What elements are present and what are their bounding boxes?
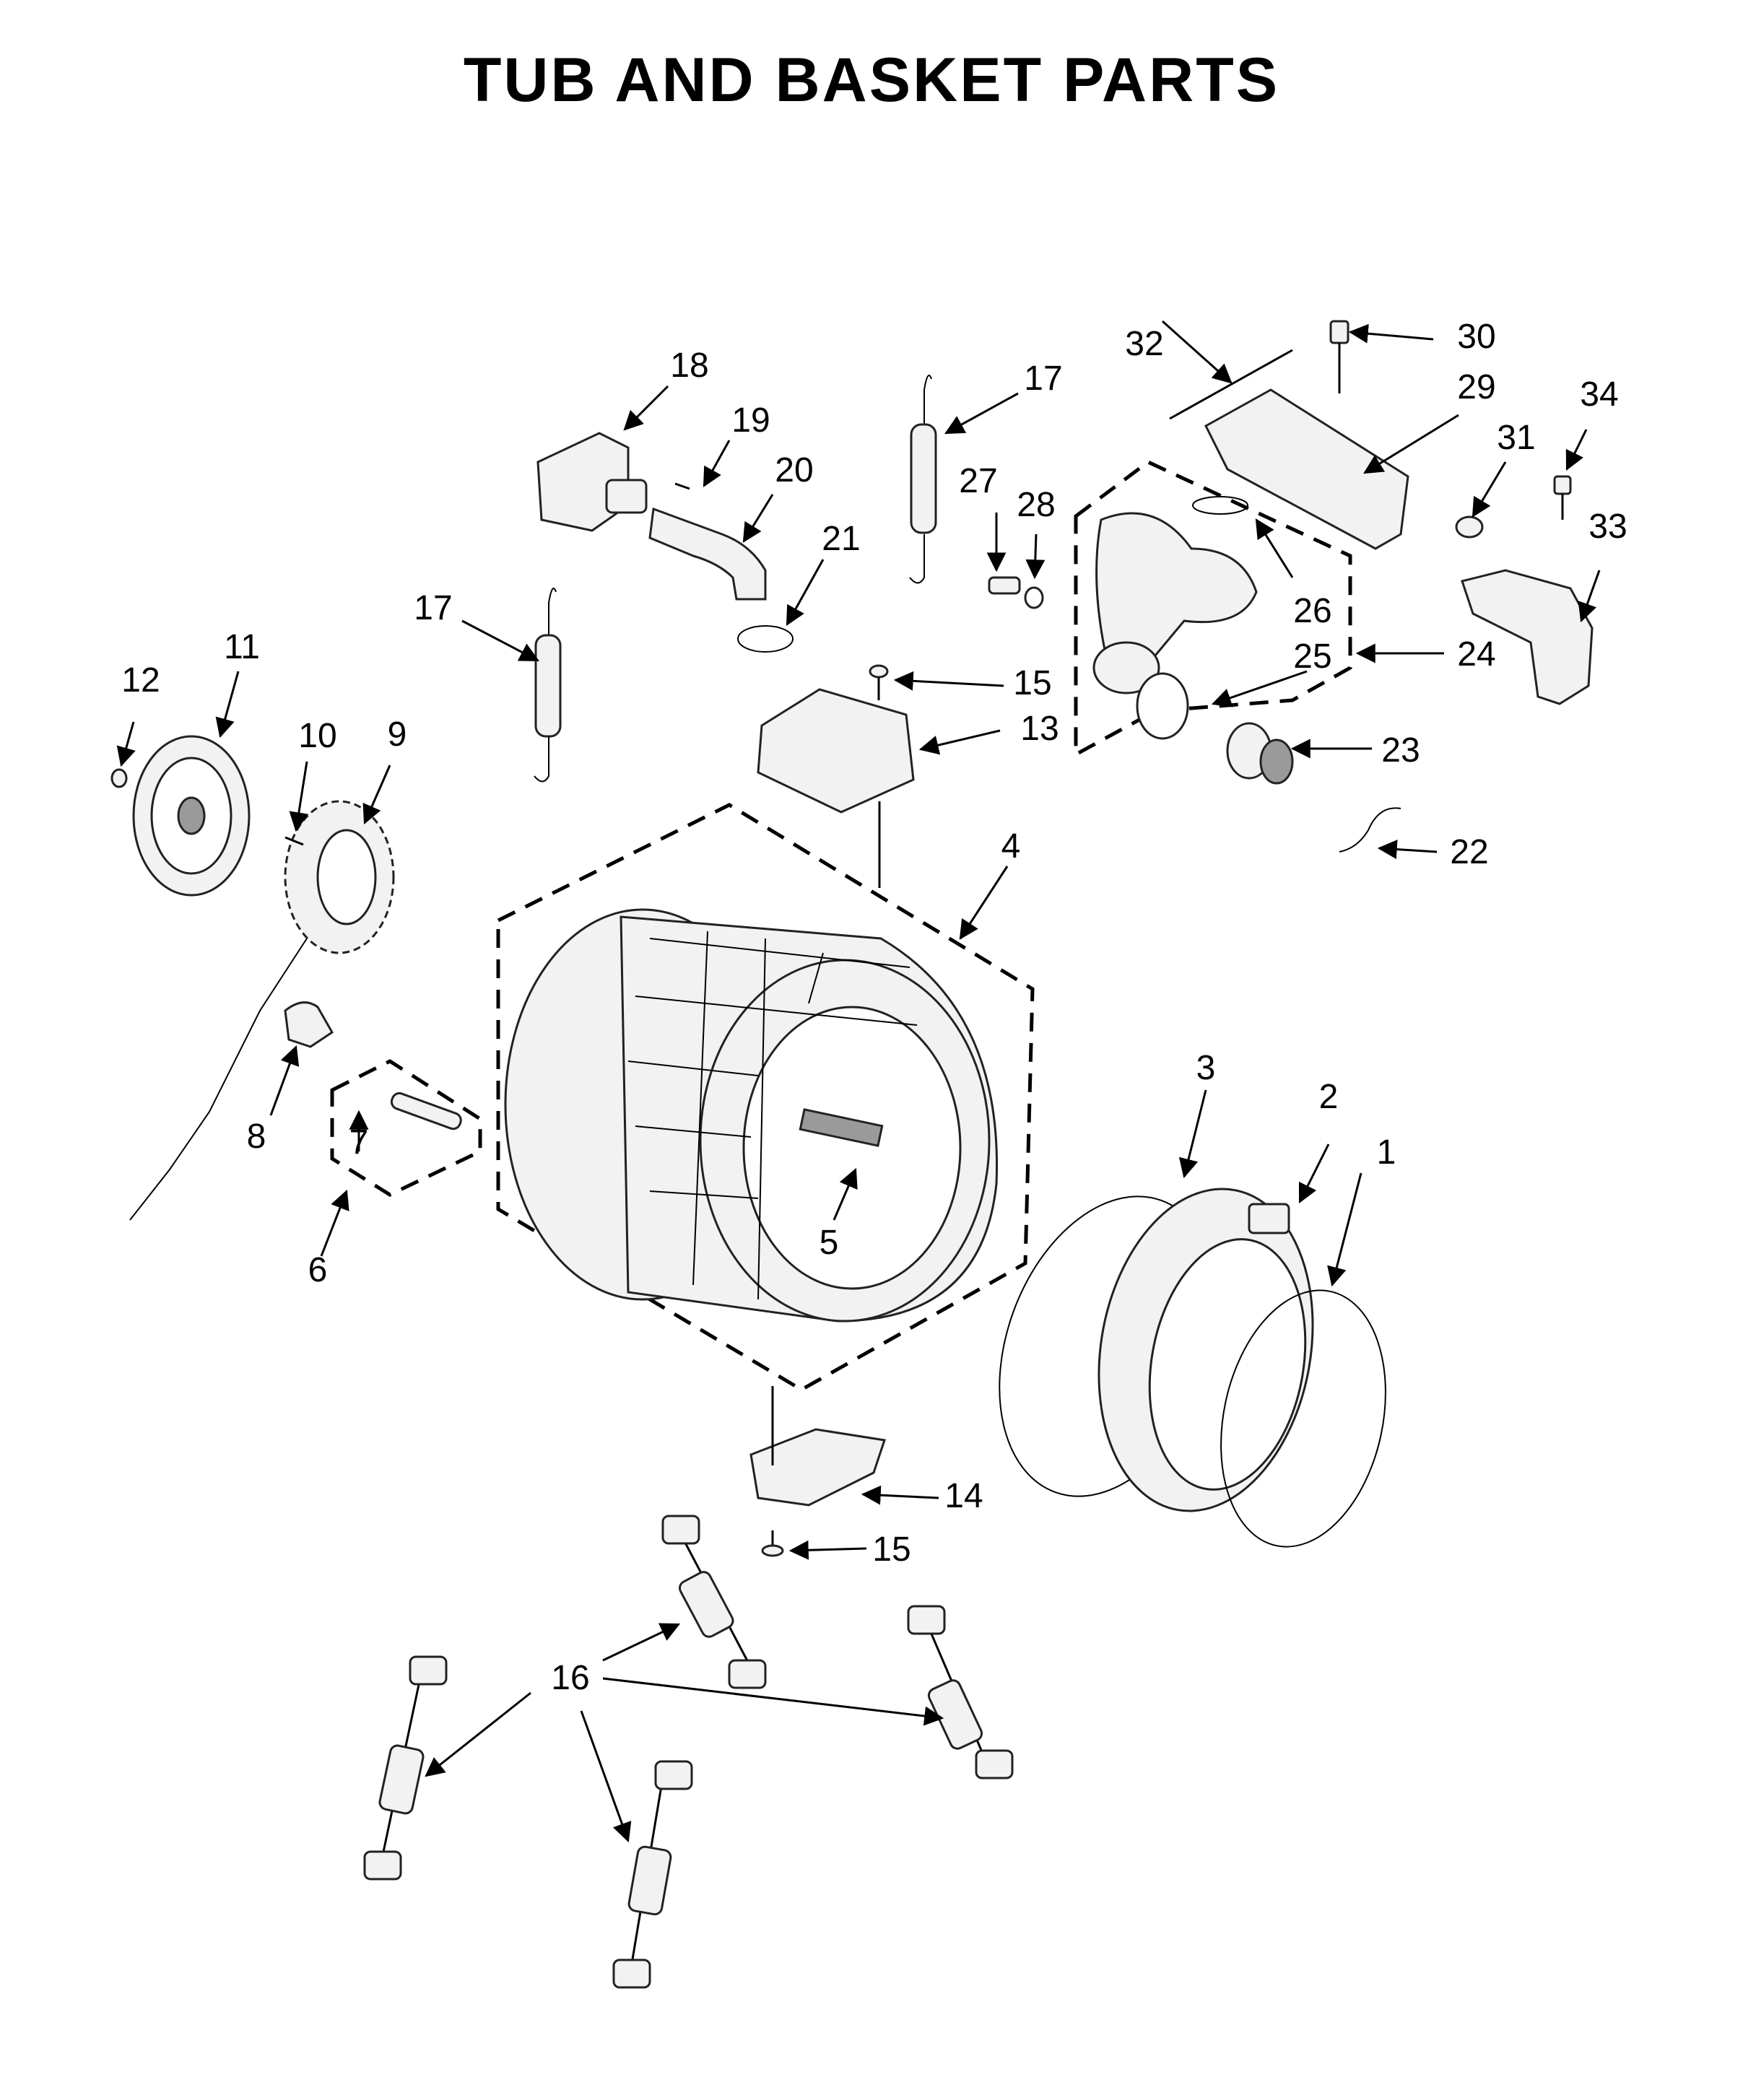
callout-24: 24	[1457, 635, 1495, 674]
callout-4: 4	[1001, 827, 1021, 866]
callout-9: 9	[388, 715, 407, 754]
callout-6: 6	[308, 1251, 328, 1289]
screw-top-part	[869, 664, 889, 700]
pump-hose-part	[648, 507, 767, 601]
callout-8: 8	[247, 1117, 266, 1156]
hose-group-part	[1074, 460, 1352, 758]
fitting-bolt-part	[988, 576, 1021, 595]
callout-28: 28	[1017, 486, 1055, 524]
sensor-group-part	[330, 1059, 482, 1197]
callout-26: 26	[1293, 592, 1331, 630]
callout-11: 11	[224, 628, 260, 666]
rod-part	[1169, 349, 1293, 420]
shock-absorber-4	[612, 1760, 693, 1989]
callout-18: 18	[670, 347, 708, 385]
callout-23: 23	[1381, 731, 1420, 770]
callout-29: 29	[1457, 368, 1495, 406]
callout-33: 33	[1588, 507, 1627, 546]
tub-assembly-part	[496, 803, 1035, 1392]
callout-15-bottom: 15	[872, 1530, 910, 1569]
callout-10: 10	[298, 717, 336, 755]
screw-bottom-part	[761, 1530, 784, 1557]
spring-upper-part	[909, 375, 937, 584]
shock-absorber-3	[363, 1655, 448, 1881]
callout-2: 2	[1319, 1078, 1339, 1116]
callout-17-upper: 17	[1024, 360, 1062, 398]
spring-lower-part	[534, 588, 562, 783]
page-title: TUB AND BASKET PARTS	[463, 45, 1280, 115]
callout-19: 19	[731, 401, 770, 440]
callout-12: 12	[121, 661, 160, 700]
bellow-part	[1097, 1188, 1314, 1512]
callout-labels: 1 2 3 4 5 6 7 8 9 10 11 12 13 14 15 15 1…	[121, 318, 1627, 1697]
callout-5: 5	[820, 1224, 839, 1262]
wire-part	[1339, 807, 1401, 853]
top-counterweight-part	[757, 688, 915, 814]
trap-part	[1226, 722, 1294, 785]
sensor-part	[1455, 515, 1484, 539]
callout-14: 14	[944, 1477, 983, 1515]
callout-13: 13	[1020, 710, 1059, 748]
rotor-part	[132, 735, 251, 897]
motor-harness-part	[129, 938, 308, 1221]
callout-30: 30	[1457, 318, 1495, 356]
callout-20: 20	[775, 451, 813, 489]
callout-34: 34	[1580, 375, 1618, 414]
duct-part	[1461, 569, 1594, 705]
inner-clamp-part	[1220, 1289, 1386, 1548]
callout-7: 7	[349, 1123, 369, 1162]
callout-27: 27	[959, 462, 997, 500]
callout-17-lower: 17	[414, 589, 452, 627]
heater-bolt-part	[1329, 320, 1349, 393]
callout-25: 25	[1293, 637, 1331, 676]
callout-21: 21	[822, 520, 860, 558]
duct-screw-part	[1553, 475, 1572, 520]
pump-screw-part	[674, 482, 690, 490]
callout-31: 31	[1497, 419, 1535, 457]
stator-bolt-part	[284, 836, 304, 846]
bottom-counterweight-part	[749, 1428, 886, 1507]
heater-part	[1204, 388, 1409, 550]
callout-3: 3	[1196, 1049, 1216, 1087]
shock-absorber-1	[661, 1515, 767, 1689]
hose-clamp-part	[737, 625, 794, 653]
shield-part	[284, 1001, 334, 1048]
callout-16: 16	[551, 1659, 589, 1697]
drain-pump-part	[536, 432, 648, 532]
washer-part	[1024, 586, 1044, 609]
callout-15-top: 15	[1013, 664, 1051, 702]
callout-32: 32	[1125, 325, 1163, 363]
rotor-nut-part	[110, 768, 128, 788]
callout-22: 22	[1450, 833, 1488, 871]
stator-part	[284, 800, 395, 954]
shock-absorber-2	[907, 1605, 1014, 1779]
leader-lines	[116, 320, 1601, 1843]
callout-1: 1	[1377, 1133, 1396, 1172]
